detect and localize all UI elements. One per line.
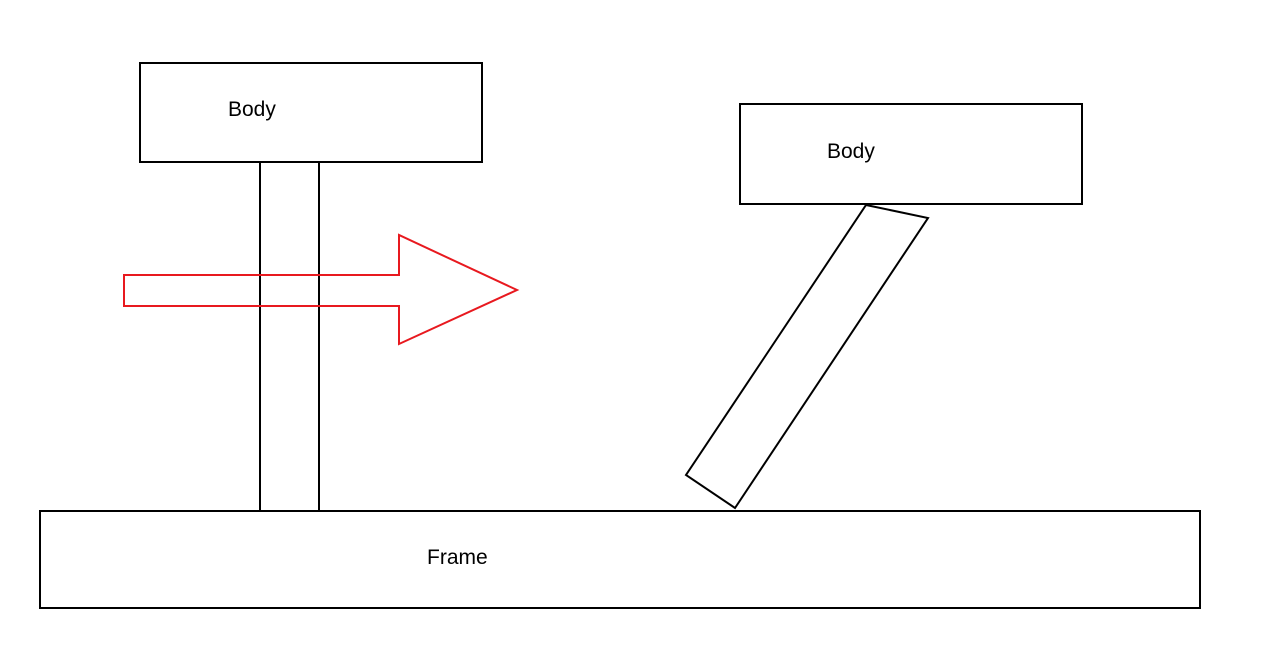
left-upright-link <box>259 161 320 512</box>
right-body-block <box>739 103 1083 205</box>
frame-label: Frame <box>427 546 488 569</box>
left-body-label: Body <box>228 98 276 121</box>
right-tilted-link <box>684 203 930 510</box>
left-body-block <box>139 62 483 163</box>
right-body-label: Body <box>827 140 875 163</box>
frame-block <box>39 510 1201 609</box>
motion-arrow-icon <box>123 233 520 346</box>
